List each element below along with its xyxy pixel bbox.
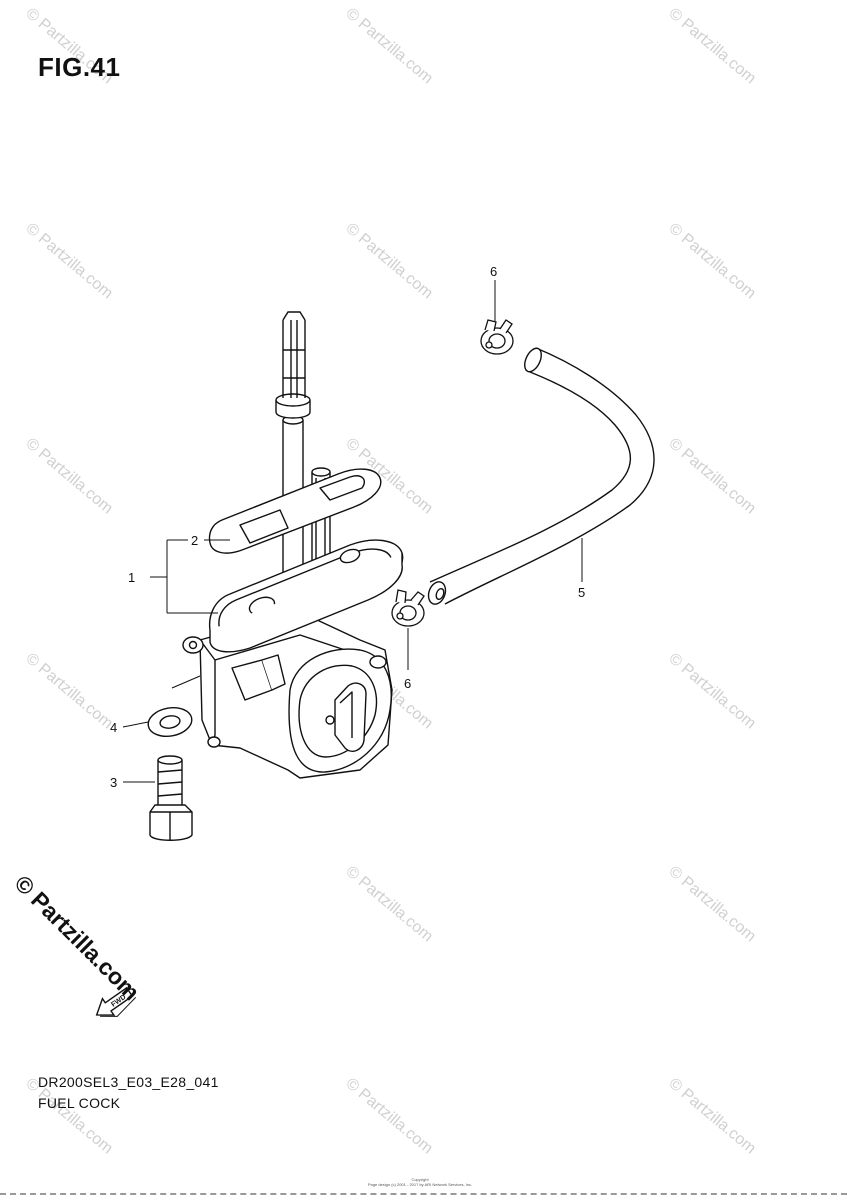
- watermark: © Partzilla.com: [342, 863, 436, 945]
- copyright-line: Page design (c) 2001 - 2017 by ARI Netwo…: [367, 1182, 473, 1187]
- watermark: © Partzilla.com: [665, 863, 759, 945]
- watermark: © Partzilla.com: [665, 650, 759, 732]
- figure-name: FUEL COCK: [38, 1095, 121, 1111]
- watermark: © Partzilla.com: [665, 435, 759, 517]
- callout-6-upper: 6: [490, 264, 497, 279]
- fuel-cock-body[interactable]: [182, 611, 393, 779]
- watermark: © Partzilla.com: [665, 220, 759, 302]
- copyright-notice: Copyright Page design (c) 2001 - 2017 by…: [330, 1177, 510, 1187]
- hose-clamp-upper[interactable]: [480, 319, 514, 355]
- figure-code: DR200SEL3_E03_E28_041: [38, 1074, 219, 1090]
- callout-1: 1: [128, 570, 135, 585]
- callouts: 1 2 3 4 5 6 6: [110, 264, 585, 790]
- callout-2: 2: [191, 533, 198, 548]
- leader-lines: [122, 280, 583, 783]
- screw[interactable]: [149, 755, 193, 841]
- cock-plate[interactable]: [208, 539, 404, 653]
- strainer-pipe[interactable]: [275, 311, 311, 601]
- watermark: © Partzilla.com: [342, 5, 436, 87]
- callout-3: 3: [110, 775, 117, 790]
- watermark: © Partzilla.com: [22, 650, 116, 732]
- watermark: © Partzilla.com: [22, 435, 116, 517]
- watermark: © Partzilla.com: [342, 220, 436, 302]
- watermark: © Partzilla.com: [342, 1075, 436, 1157]
- gasket[interactable]: [208, 468, 382, 554]
- fuel-hose[interactable]: [426, 346, 655, 607]
- watermark: © Partzilla.com: [22, 220, 116, 302]
- bottom-divider: [0, 1193, 847, 1195]
- hose-clamp-lower[interactable]: [391, 589, 425, 627]
- callout-4: 4: [110, 720, 117, 735]
- washer[interactable]: [146, 704, 194, 739]
- callout-6-lower: 6: [404, 676, 411, 691]
- callout-5: 5: [578, 585, 585, 600]
- figure-title: FIG.41: [38, 52, 121, 82]
- copyright-heading: Copyright: [411, 1177, 429, 1182]
- watermark: © Partzilla.com: [665, 1075, 759, 1157]
- watermark: © Partzilla.com: [665, 5, 759, 87]
